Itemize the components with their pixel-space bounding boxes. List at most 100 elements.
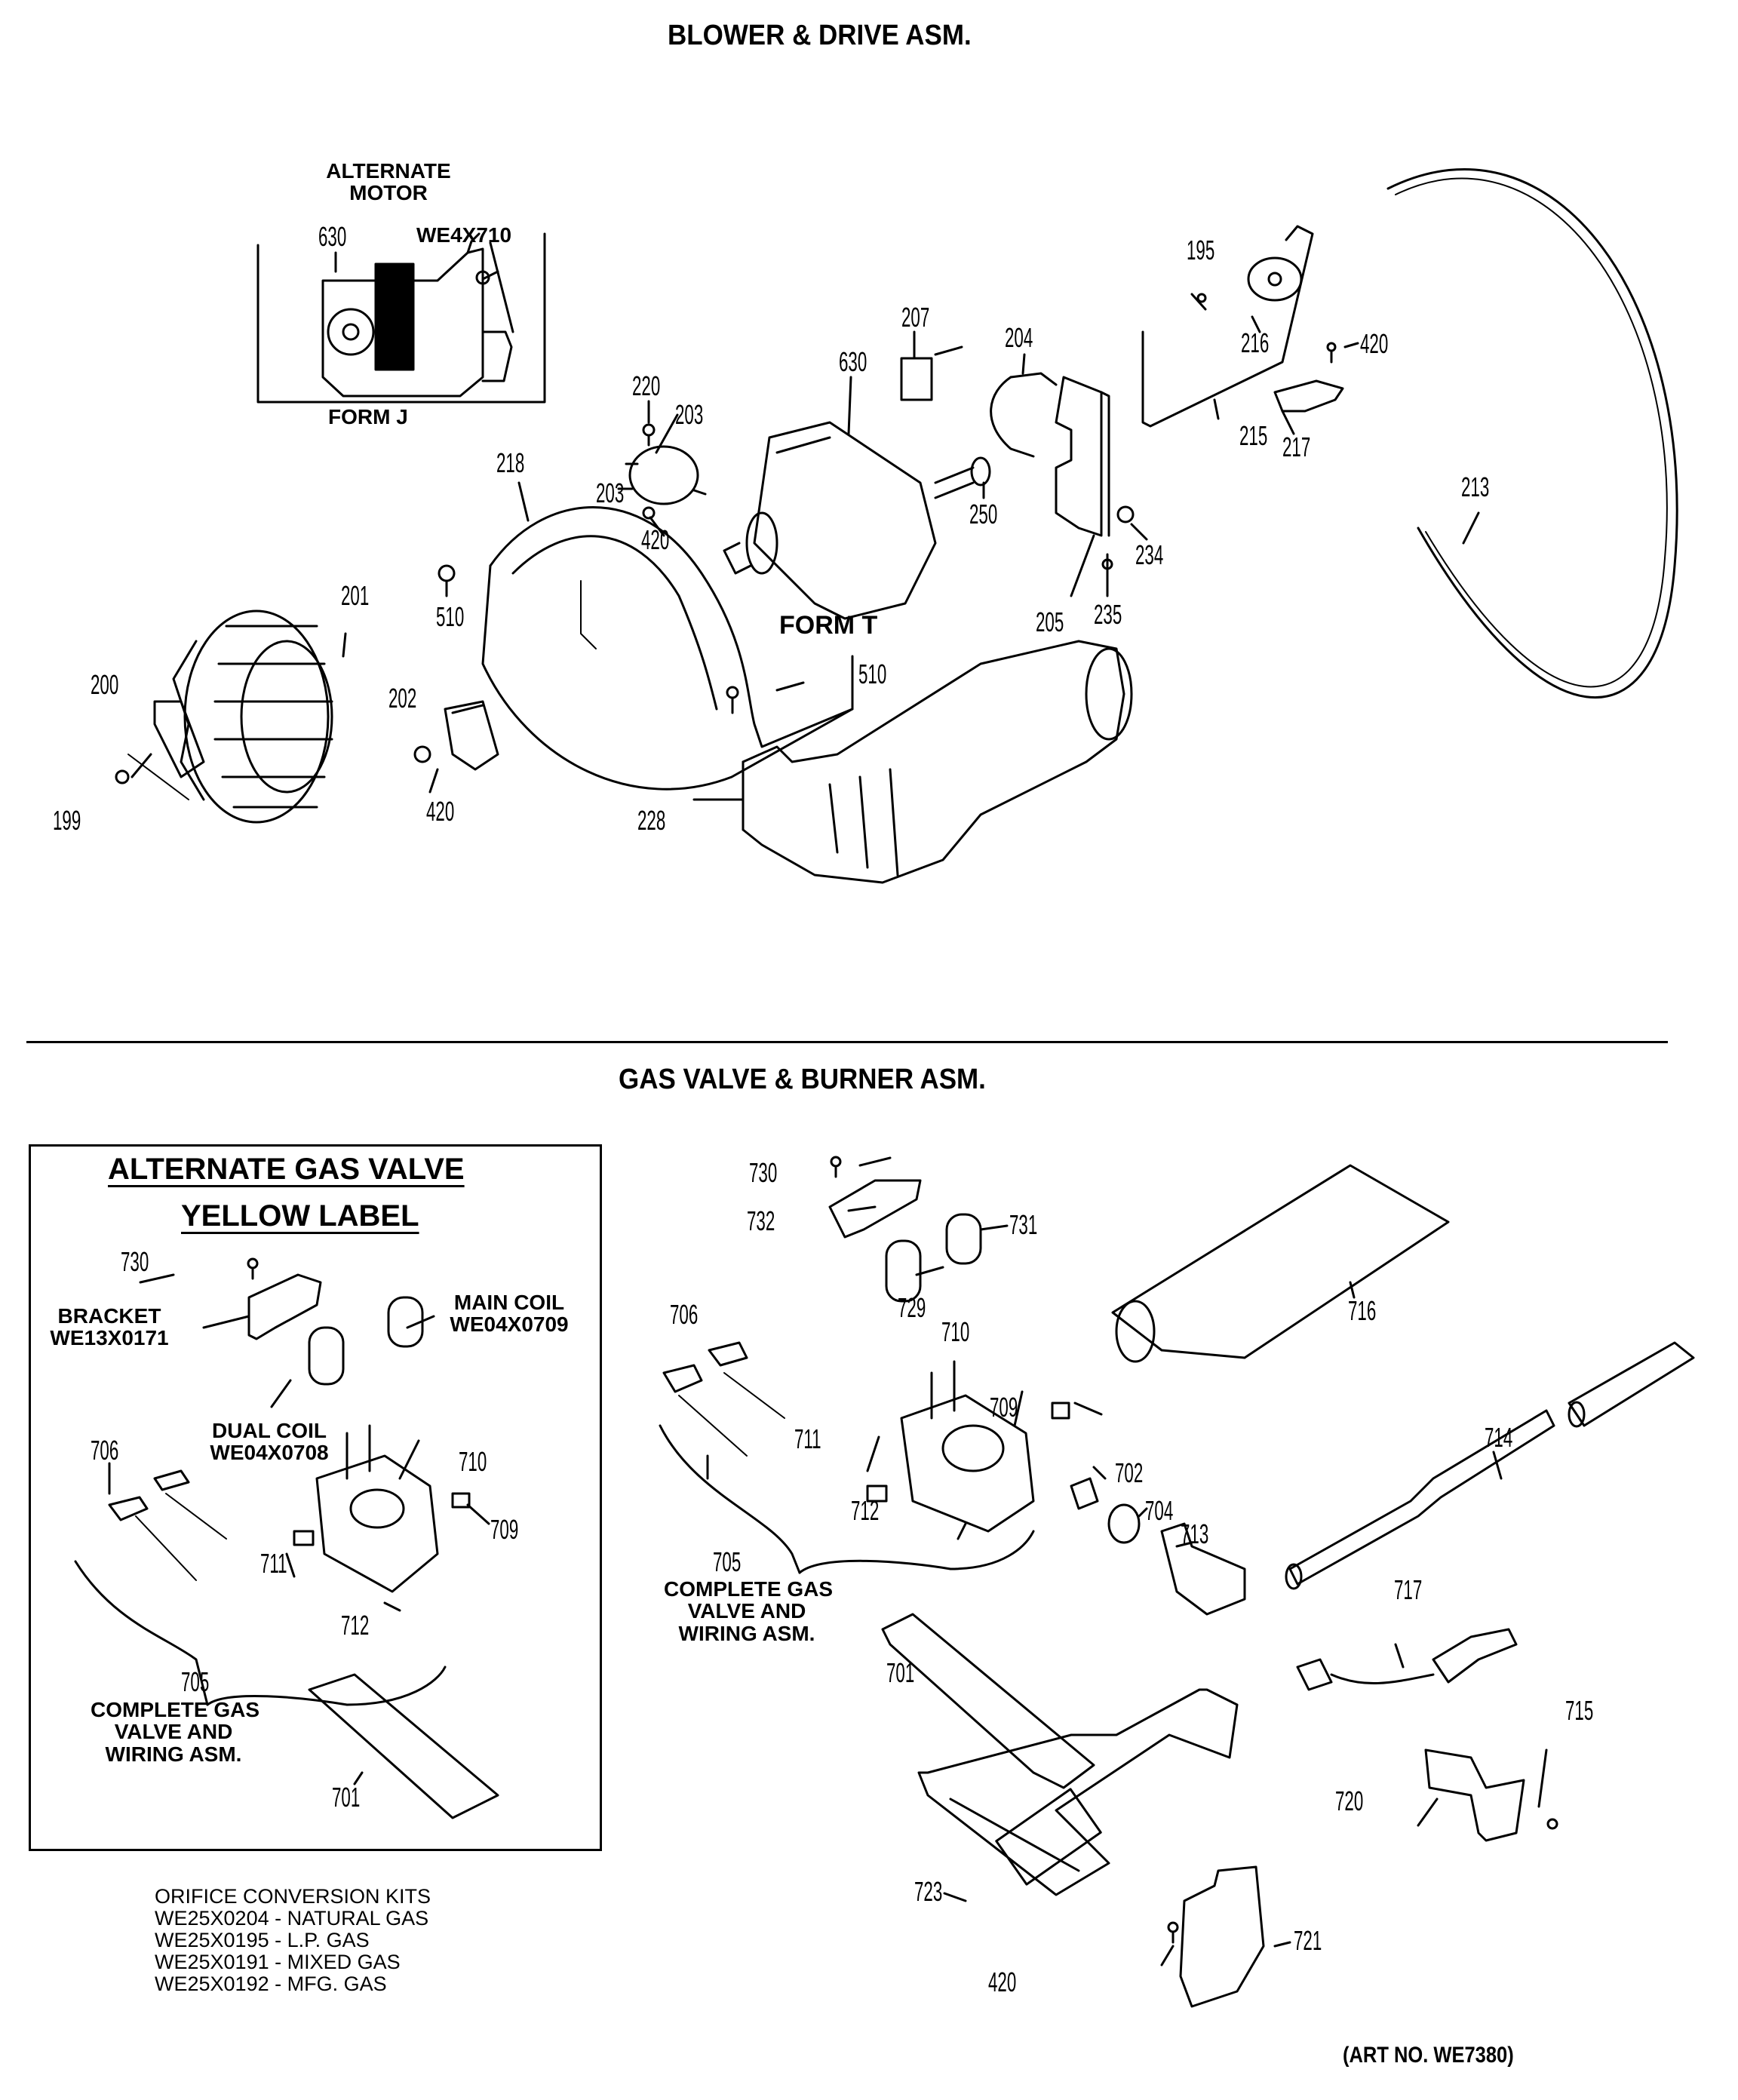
alt-dual-coil-label: DUAL COIL WE04X0708 [205,1420,333,1464]
callout-729: 729 [898,1292,926,1323]
callout-420-blower: 420 [426,796,455,827]
callout-207: 207 [901,302,930,333]
callout-217: 217 [1282,431,1311,462]
callout-204: 204 [1005,322,1033,353]
callout-730: 730 [749,1157,778,1188]
callout-203-upper: 203 [675,399,704,430]
callout-723: 723 [914,1876,943,1907]
callout-712: 712 [851,1495,880,1526]
callout-201: 201 [341,580,370,611]
callout-216: 216 [1241,327,1270,358]
complete-line3: WIRING ASM. [678,1621,815,1645]
alt-complete-line2: VALVE AND [114,1720,233,1744]
callout-420-idler: 420 [1360,328,1389,359]
callout-510-duct: 510 [858,659,887,689]
alt-callout-710: 710 [459,1446,487,1477]
callout-250: 250 [969,499,998,530]
alt-callout-706: 706 [91,1435,119,1466]
callout-717: 717 [1394,1574,1423,1605]
callout-420-shield: 420 [988,1966,1017,1997]
complete-line1: COMPLETE GAS [664,1577,834,1601]
callout-702: 702 [1115,1457,1144,1488]
alt-callout-709: 709 [490,1514,519,1545]
callout-704: 704 [1145,1495,1174,1526]
art-number: (ART NO. WE7380) [1343,2043,1514,2068]
complete-asm-label: COMPLETE GAS VALVE AND WIRING ASM. [664,1577,834,1645]
callout-199: 199 [53,805,81,836]
orifice-conversion-kits: ORIFICE CONVERSION KITS WE25X0204 - NATU… [155,1886,431,1995]
kit-item: WE25X0192 - MFG. GAS [155,1973,387,1995]
callout-709: 709 [990,1392,1018,1423]
callout-234: 234 [1135,539,1164,570]
callout-716: 716 [1348,1295,1377,1326]
alternate-motor-drawing [321,232,513,398]
exhaust-duct-drawing [742,640,1133,884]
alt-complete-line3: WIRING ASM. [105,1742,242,1766]
callout-420-motor: 420 [641,524,670,555]
alt-bracket-label: BRACKET WE13X0171 [45,1305,173,1349]
gas-section-title: GAS VALVE & BURNER ASM. [619,1064,986,1095]
blower-section-title: BLOWER & DRIVE ASM. [668,20,972,51]
callout-we4x710: WE4X710 [416,223,512,247]
callout-701: 701 [886,1657,915,1688]
callout-195: 195 [1187,235,1215,266]
callout-205: 205 [1036,606,1064,637]
alt-complete-asm-label: COMPLETE GAS VALVE AND WIRING ASM. [91,1698,260,1766]
blower-housing-drawing [481,506,854,791]
callout-215: 215 [1239,420,1268,451]
callout-220: 220 [632,370,661,401]
alternate-motor-title-line2: MOTOR [349,181,428,205]
callout-228: 228 [637,805,666,836]
callout-714: 714 [1485,1422,1513,1453]
callout-732: 732 [747,1205,775,1236]
alt-box-title-line1: ALTERNATE GAS VALVE [108,1153,465,1186]
alt-callout-711: 711 [260,1548,287,1579]
alt-bracket-name: BRACKET [57,1304,161,1328]
idler-and-belt-drawing [1141,167,1678,699]
callout-711: 711 [794,1423,821,1454]
form-j-label: FORM J [328,405,408,428]
kits-title: ORIFICE CONVERSION KITS [155,1885,431,1908]
callout-721: 721 [1294,1925,1322,1956]
alt-main-coil-label: MAIN COIL WE04X0709 [445,1291,573,1336]
alt-callout-705: 705 [181,1666,210,1697]
alt-main-coil-part: WE04X0709 [450,1312,569,1337]
callout-715: 715 [1565,1695,1594,1726]
alt-callout-701: 701 [332,1782,361,1813]
callout-720: 720 [1335,1785,1364,1816]
callout-510-housing: 510 [436,601,465,632]
callout-713: 713 [1181,1518,1209,1549]
callout-218: 218 [496,447,525,478]
alt-dual-coil-name: DUAL COIL [212,1419,327,1442]
blower-wheel-drawing [172,609,333,824]
form-t-label: FORM T [779,611,878,640]
callout-200: 200 [91,669,119,700]
complete-line2: VALVE AND [687,1599,806,1623]
callout-706: 706 [670,1299,699,1330]
motor-drawing [723,421,991,620]
callout-213: 213 [1461,471,1490,502]
section-divider [26,1041,1668,1043]
callout-731: 731 [1009,1209,1038,1240]
leader-lines [108,241,1548,1966]
alt-box-title-line2: YELLOW LABEL [181,1199,419,1233]
alt-complete-line1: COMPLETE GAS [91,1698,260,1721]
kit-item: WE25X0195 - L.P. GAS [155,1929,370,1951]
alt-bracket-part: WE13X0171 [50,1326,169,1350]
kit-item: WE25X0191 - MIXED GAS [155,1951,401,1973]
alternate-motor-title-line1: ALTERNATE [326,159,451,183]
callout-710: 710 [941,1316,970,1347]
kit-item: WE25X0204 - NATURAL GAS [155,1907,429,1930]
alternate-gas-valve-box [29,1144,602,1851]
callout-630-alt: 630 [318,221,347,252]
alt-main-coil-name: MAIN COIL [453,1291,565,1314]
alt-callout-712: 712 [341,1610,370,1641]
callout-630: 630 [839,346,867,377]
alt-dual-coil-part: WE04X0708 [210,1441,329,1465]
alt-callout-730: 730 [121,1246,149,1277]
callout-705: 705 [713,1546,742,1577]
callout-202: 202 [388,683,417,714]
gas-valve-drawing [659,1156,1246,1789]
alternate-motor-title: ALTERNATE MOTOR [321,160,456,204]
